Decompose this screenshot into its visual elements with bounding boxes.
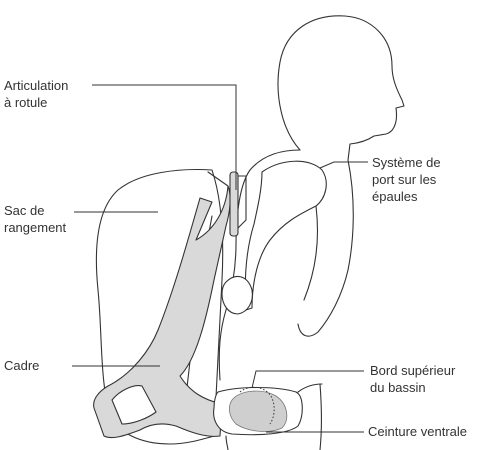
label-storage-line1: Sac de [4,203,44,218]
head-outline [278,16,404,160]
label-shoulder-line3: épaules [372,189,418,204]
label-waist-line1: Ceinture ventrale [368,424,467,439]
label-articulation-line2: à rotule [4,95,47,110]
back-pad [222,276,252,314]
leg-back [226,436,228,450]
label-shoulder-line1: Système de [372,155,441,170]
label-pelvis-line2: du bassin [370,380,426,395]
label-waist-belt: Ceinture ventrale [368,424,467,439]
label-storage-bag: Sac de rangement [4,203,67,235]
label-frame-line1: Cadre [4,358,39,373]
shoulder-strap [245,161,326,310]
label-articulation-line1: Articulation [4,78,68,93]
hip-line [298,384,322,392]
label-storage-line2: rangement [4,220,67,235]
label-shoulder-line2: port sur les [372,172,437,187]
pelvis-shape [229,391,286,431]
label-pelvis-line1: Bord supérieur [370,363,456,378]
ball-joint [230,172,238,236]
label-shoulder-system: Système de port sur les épaules [372,155,444,204]
label-pelvis-edge: Bord supérieur du bassin [370,363,459,395]
leg-front [320,384,322,450]
label-articulation: Articulation à rotule [4,78,72,110]
leader-pelvis-edge [252,371,364,388]
strap-front [304,206,318,300]
label-frame: Cadre [4,358,39,373]
leader-shoulder-system [320,162,368,168]
